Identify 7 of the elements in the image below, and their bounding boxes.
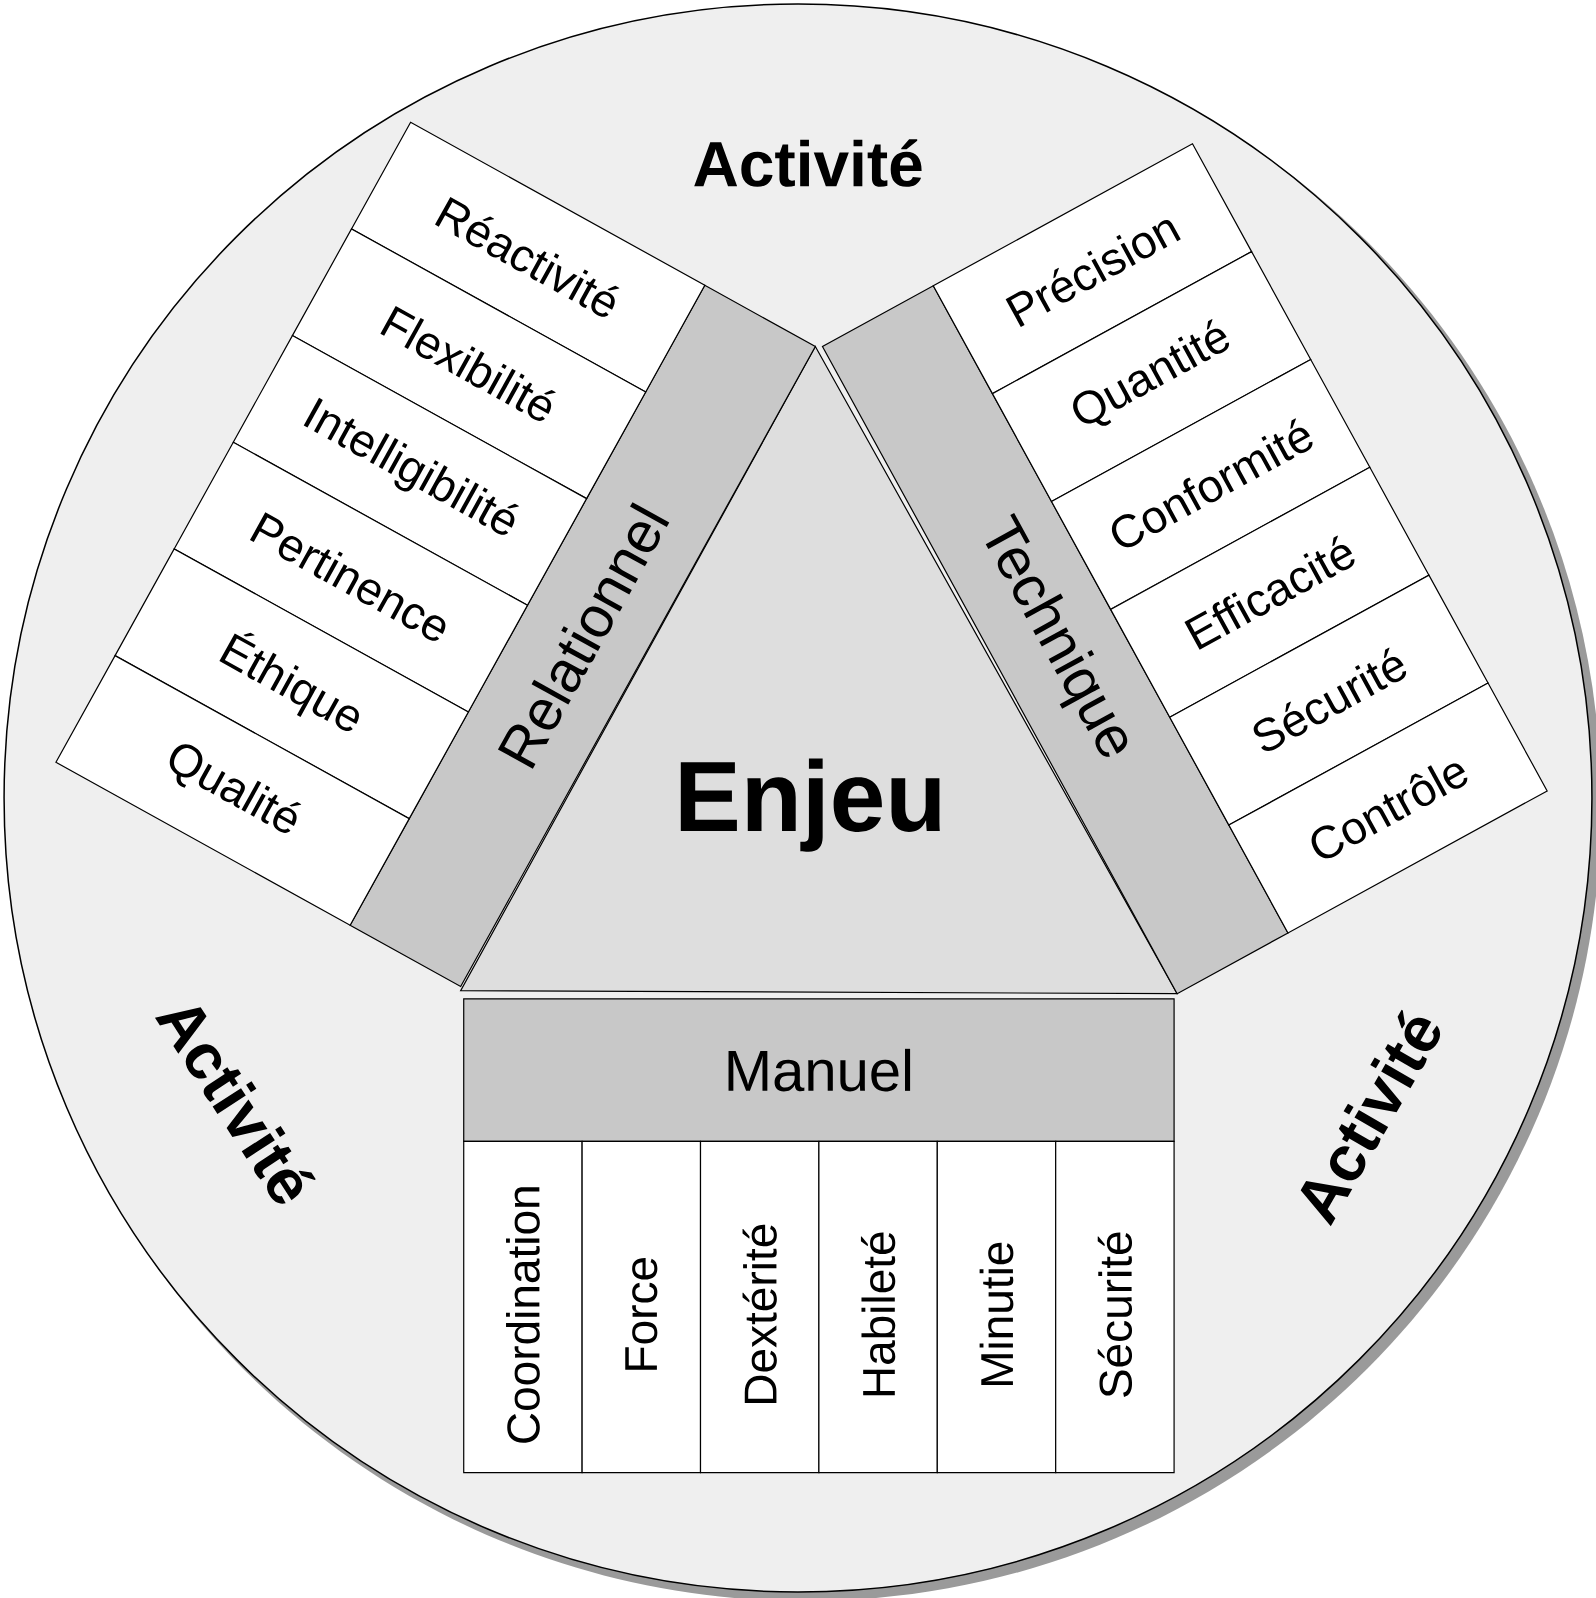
quality-cell: Minutie [936, 1140, 1057, 1474]
quality-cell: Dextérité [699, 1140, 820, 1474]
quality-cell: Coordination [463, 1140, 583, 1474]
quality-cell: Habileté [818, 1140, 938, 1474]
quality-cell: Force [581, 1140, 702, 1474]
quality-cell: Sécurité [1055, 1140, 1175, 1474]
category-band: Manuel [463, 998, 1175, 1143]
